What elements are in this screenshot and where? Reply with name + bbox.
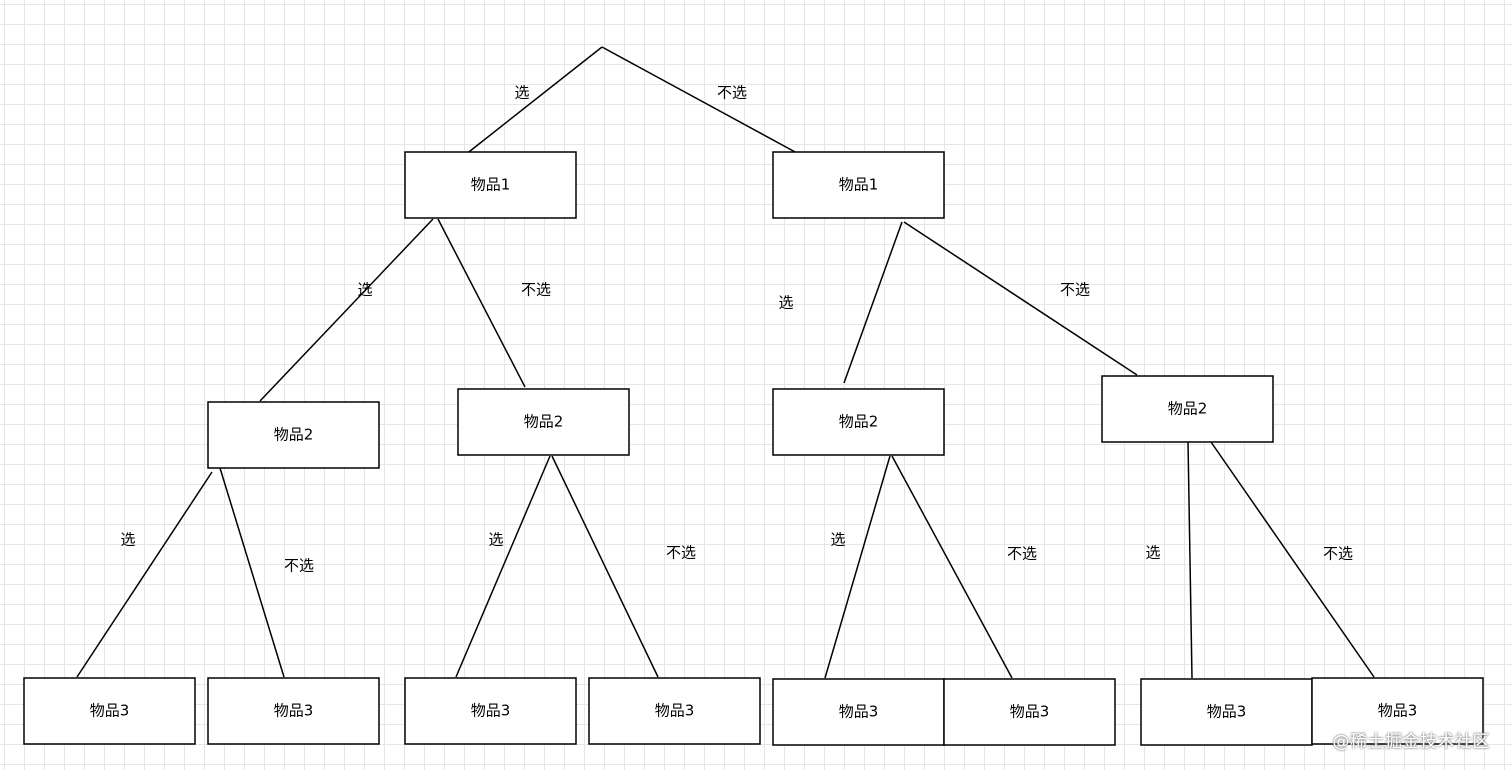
- node-n3b: 物品3: [207, 677, 380, 745]
- node-label: 物品1: [471, 176, 511, 194]
- node-n3a: 物品3: [23, 677, 196, 745]
- node-box: [772, 151, 945, 219]
- edge-root-n1a: [464, 46, 603, 156]
- node-label: 物品3: [655, 702, 695, 720]
- node-label: 物品2: [274, 426, 314, 444]
- node-n2a: 物品2: [207, 401, 380, 469]
- edge-label-select: 选: [357, 281, 372, 299]
- edge-label-not-select: 不选: [284, 557, 314, 575]
- edge-label-not-select: 不选: [1060, 281, 1090, 299]
- node-n3e: 物品3: [772, 678, 945, 746]
- node-n1a: 物品1: [404, 151, 577, 219]
- edge-n1b-n2c: [843, 221, 903, 384]
- edge-label-not-select: 不选: [666, 544, 696, 562]
- node-box: [1101, 375, 1274, 443]
- node-n3c: 物品3: [404, 677, 577, 745]
- node-n1b: 物品1: [772, 151, 945, 219]
- edge-n2d-n3h: [1210, 441, 1375, 678]
- edge-label-not-select: 不选: [1007, 545, 1037, 563]
- node-box: [404, 151, 577, 219]
- node-box: [1311, 677, 1484, 745]
- node-n2c: 物品2: [772, 388, 945, 456]
- node-label: 物品2: [1168, 400, 1208, 418]
- edge-label-select: 选: [830, 531, 845, 549]
- edge-n2b-n3c: [455, 455, 551, 678]
- node-n3h: 物品3: [1311, 677, 1484, 745]
- node-label: 物品3: [1010, 703, 1050, 721]
- node-n2d: 物品2: [1101, 375, 1274, 443]
- node-n2b: 物品2: [457, 388, 630, 456]
- node-box: [1140, 678, 1313, 746]
- edge-label-select: 选: [120, 531, 135, 549]
- node-label: 物品2: [524, 413, 564, 431]
- node-box: [457, 388, 630, 456]
- node-n3g: 物品3: [1140, 678, 1313, 746]
- node-label: 物品1: [839, 176, 879, 194]
- edge-n2c-n3f: [891, 455, 1013, 679]
- edge-label-select: 选: [514, 84, 529, 102]
- edge-label-select: 选: [488, 531, 503, 549]
- node-n3d: 物品3: [588, 677, 761, 745]
- node-box: [772, 388, 945, 456]
- node-box: [588, 677, 761, 745]
- edge-n2a-n3a: [76, 471, 213, 678]
- edge-n1a-n2b: [437, 218, 526, 388]
- node-box: [404, 677, 577, 745]
- edge-n2d-n3g: [1187, 441, 1193, 679]
- node-label: 物品3: [839, 703, 879, 721]
- node-box: [943, 678, 1116, 746]
- node-label: 物品2: [839, 413, 879, 431]
- edge-n1a-n2a: [259, 218, 434, 402]
- edge-n2a-n3b: [219, 467, 285, 678]
- node-n3f: 物品3: [943, 678, 1116, 746]
- edge-label-select: 选: [1145, 544, 1160, 562]
- edge-n2b-n3d: [551, 455, 659, 678]
- edge-n1b-n2d: [903, 221, 1138, 376]
- node-label: 物品3: [90, 702, 130, 720]
- edge-label-select: 选: [778, 294, 793, 312]
- node-label: 物品3: [471, 702, 511, 720]
- edge-label-not-select: 不选: [717, 84, 747, 102]
- node-label: 物品3: [274, 702, 314, 720]
- node-box: [23, 677, 196, 745]
- edge-root-n1b: [601, 46, 798, 154]
- node-box: [207, 677, 380, 745]
- node-label: 物品3: [1378, 702, 1418, 720]
- node-box: [207, 401, 380, 469]
- node-box: [772, 678, 945, 746]
- watermark-text: @稀土掘金技术社区: [1332, 732, 1490, 752]
- node-label: 物品3: [1207, 703, 1247, 721]
- edge-label-not-select: 不选: [521, 281, 551, 299]
- edge-n2c-n3e: [824, 455, 891, 679]
- edge-label-not-select: 不选: [1323, 545, 1353, 563]
